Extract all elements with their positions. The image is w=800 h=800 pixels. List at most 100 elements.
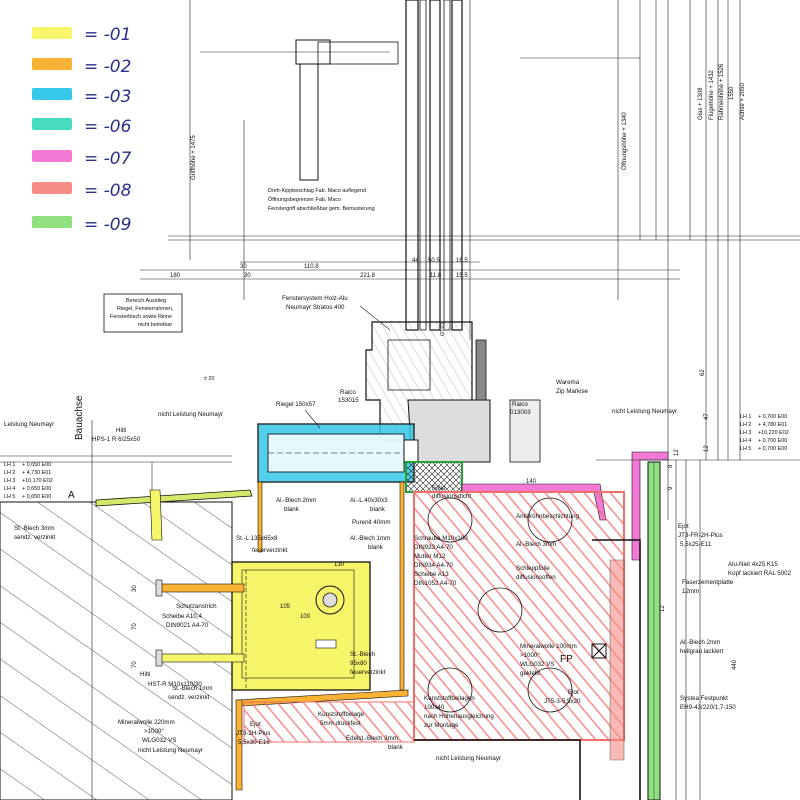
al-blech-2-sub: blank [284,506,300,513]
legend-swatch-03 [32,88,72,100]
svg-text:LH 3: LH 3 [740,430,751,436]
svg-text:nach Höhenausgleichung: nach Höhenausgleichung [424,713,494,720]
dim-30b: 30 [244,273,251,279]
wall-section [0,420,233,800]
alu-niet-sub: Kopf lackiert RAL 5002 [728,570,792,577]
edelst-sub: blank [388,744,404,751]
dim-100: 100 [300,614,311,620]
legend-swatch-02 [32,58,72,70]
mineral-wool [243,491,625,743]
svg-text:LH 1: LH 1 [740,414,751,420]
ejot-bl-label: Ejot [250,721,261,728]
al-blech-1-sub: blank [368,544,384,551]
svg-text:100x40: 100x40 [424,704,445,711]
edelstahl-tray [414,559,625,800]
dim-44: 44 [412,258,419,264]
svg-text:DIN933 A4-70: DIN933 A4-70 [414,544,453,551]
nicht-leistung-right: nicht Leistung Neumayr [612,408,677,415]
al-blech-2-label: Al.-Blech 2mm [276,497,316,504]
kunststoff-1-sub: 5mm druckfest [320,720,361,727]
ejot-bl-code: JT3-2H-Plus [236,730,270,737]
svg-text:+ 0,650 E00: + 0,650 E00 [22,494,51,500]
color-legend: = -01 = -02 = -03 = -06 = -07 = -08 = -0… [32,25,132,235]
dim-11-8: 11.8 [430,273,442,279]
dim-130: 130 [334,562,345,568]
al-l-label: Al.-L 40x30x3 [350,497,388,504]
dim-62: 62 [700,369,706,376]
svg-text:+10,220 E02: +10,220 E02 [758,430,789,436]
dim-70a: 70 [132,623,138,630]
kunststoff-1-label: Kunststoffbelage [318,711,365,718]
legend-code-09: = -09 [84,215,131,235]
legend-code-07: = -07 [84,149,132,169]
folie-sub: diffusionsdicht [432,493,471,500]
legend-swatch-06 [32,118,72,130]
dim-180: 180 [170,273,181,279]
ejot-top-note: Ejot JT3-FR-2H-Plus 5,5x25-E11 [678,523,723,548]
lh-table-right: LH 1 + 0,700 E00 LH 2 + 4,780 E01 LH 3 +… [740,414,789,452]
svg-text:Bereich Ausstieg: Bereich Ausstieg [126,298,166,304]
legend-code-01: = -01 [84,25,131,45]
dim-oeffnungshoehe: Öffnungshöhe + 1340 [621,112,628,170]
fp-label: FP [560,654,573,665]
annotations: Dreh-Kippbeschlag Fab. Maco auflegend Öf… [4,188,792,762]
kunststoff-2-note: Kunststoffbeilagen 100x40 nach Höhenausg… [424,695,494,729]
svg-text:+ 0,700 E00: + 0,700 E00 [758,446,787,452]
svg-text:Scheibe A13: Scheibe A13 [414,571,449,578]
dim-140: 140 [526,479,537,485]
legend-code-06: = -06 [84,117,132,137]
legend-code-02: = -02 [84,57,131,77]
ejot-bl-size: 5,5x30-E16 [238,739,270,746]
dim-105: 105 [280,604,291,610]
al-blech-hg-label: Al.-Blech 2mm [680,639,720,646]
al-blech-hg-sub: hellgrau lackiert [680,648,724,655]
st-blech-1-label: St.-Blech 1mm [172,685,213,692]
warema-label: Warema [556,379,580,386]
al-l-sub: blank [370,506,386,513]
svg-text:Neumayr Stratos 400: Neumayr Stratos 400 [286,304,345,311]
legend-swatch-08 [32,182,72,194]
dim-rahmenhoehe: Rahmenhöhe + 1526 [719,63,725,120]
svg-text:LH 5: LH 5 [740,446,751,452]
svg-text:Mutter M12: Mutter M12 [414,553,446,560]
window-frame-profile [365,321,541,463]
scheibe-sub: DIN9021 A4-70 [166,622,209,629]
dim-440: 440 [732,659,738,670]
mineralwolle-100-note: Mineralwolle 100mm >1000° WLG032 VS gekl… [520,643,577,677]
ausstieg-note: Bereich Ausstieg Riegel, Fensterrahmen, … [103,293,183,333]
nicht-leistung-left: nicht Leistung Neumayr [158,411,223,418]
svg-text:Kunststoffbeilagen: Kunststoffbeilagen [424,695,475,702]
warema-code: Zip Markise [556,388,589,395]
al-blech-3-label: Al.-Blech 3mm [516,541,556,548]
raico-b-code: 013003 [510,409,531,416]
st-blech-3-label: St.-Blech 3mm [14,525,55,532]
plus20-label: ± 20 [204,376,214,382]
svg-text:LH 1: LH 1 [4,462,15,468]
window-glass [405,0,471,340]
dim-8: 8 [668,464,674,468]
dim-9: 9 [668,486,674,490]
alu-niet-label: Alu-Niet 4x25 K15 [728,561,778,568]
svg-text:DIN1052 A4-70: DIN1052 A4-70 [414,580,457,587]
vertical-dimensions: Griffhöhe + 1475 Öffnungshöhe + 1340 Gla… [191,63,746,180]
svg-text:Dreh-Kippbeschlag Fab. Maco au: Dreh-Kippbeschlag Fab. Maco auflegend [268,188,366,194]
dim-griffhoehe: Griffhöhe + 1475 [191,135,197,180]
st-l-sub: feuerverzinkt [252,547,288,554]
svg-text:LH 5: LH 5 [4,494,15,500]
svg-text:+ 4,730 E01: + 4,730 E01 [22,470,51,476]
lh-table-left: LH 1 + 0,650 E00 LH 2 + 4,730 E01 LH 3 +… [4,462,53,500]
svg-text:+ 0,700 E00: + 0,700 E00 [758,414,787,420]
sill-plate [95,489,253,541]
st-blech-small-sub: feuerverzinkt [350,669,386,676]
fiber-cement-panel [596,459,800,800]
dim-30c: 30 [132,585,138,592]
svg-text:Riegel, Fensterrahmen,: Riegel, Fensterrahmen, [117,306,174,312]
reference-lines [168,0,800,520]
dim-70b: 70 [132,661,138,668]
svg-text:Öffnungsbegrenzer Fab. Maco: Öffnungsbegrenzer Fab. Maco [268,196,341,203]
mineralwolle-220-temp: >1000° [144,728,164,735]
leistung-label: Leistung Neumayr [4,421,54,428]
svg-text:+ 0,700 E00: + 0,700 E00 [758,438,787,444]
gt01-label: GT01 [440,323,446,336]
svg-text:Mineralwolle 100mm: Mineralwolle 100mm [520,643,577,650]
